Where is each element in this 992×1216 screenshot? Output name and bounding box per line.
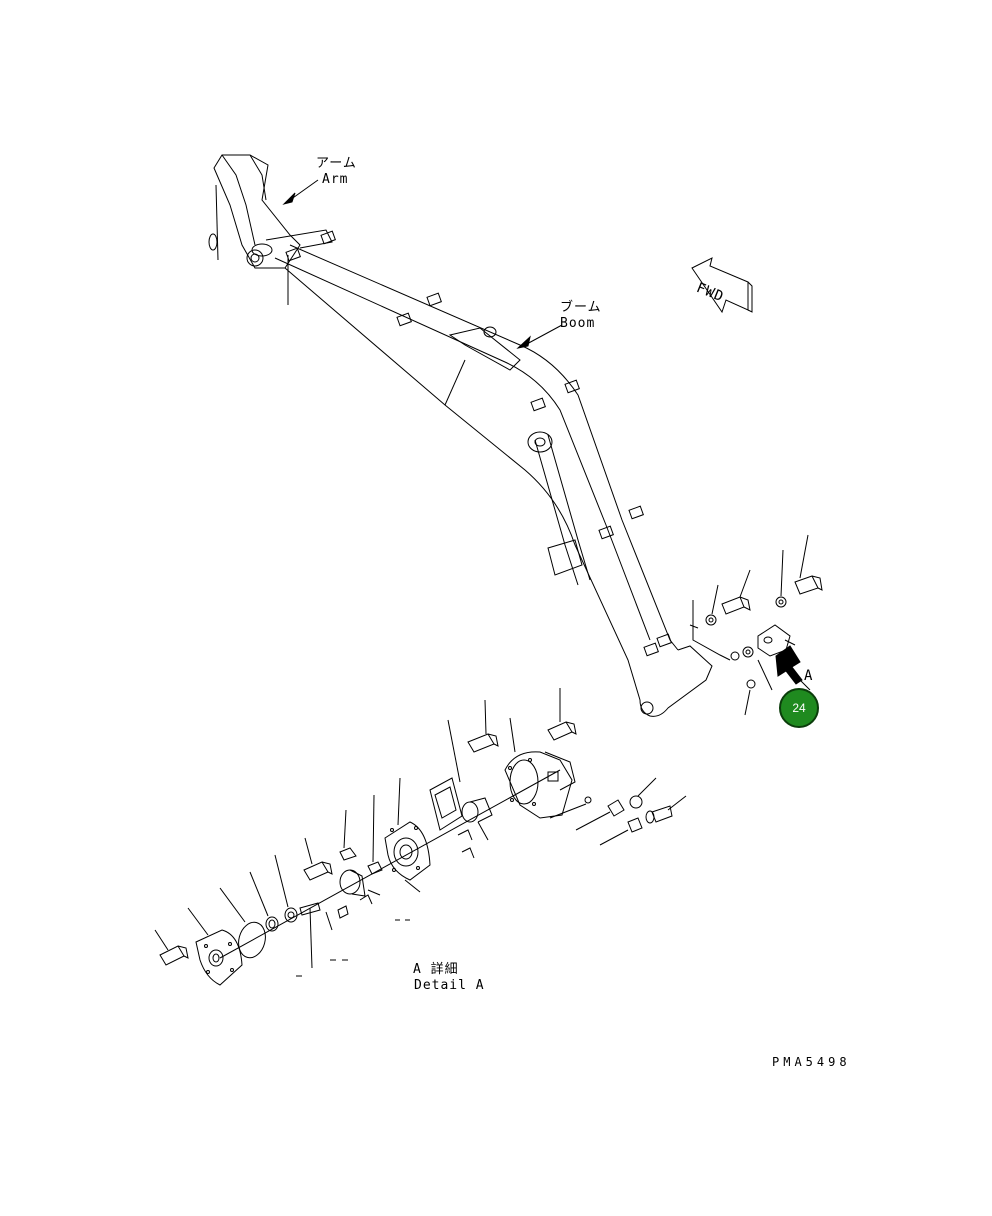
boom-label-jp: ブーム [560, 300, 602, 315]
boom-assembly [209, 155, 730, 716]
fwd-arrow-icon [692, 258, 752, 312]
detail-a-exploded-view [155, 688, 686, 985]
arm-leader [284, 180, 318, 204]
boom-label-en: Boom [560, 316, 596, 331]
detail-a-label-en: Detail A [414, 978, 485, 993]
arm-label-en: Arm [322, 172, 349, 187]
view-a-marker: A [804, 668, 814, 684]
boom-leader [518, 325, 562, 348]
callout-number: 24 [792, 701, 806, 715]
drawing-code: PMA5498 [772, 1055, 851, 1069]
callout-24[interactable]: 24 [779, 688, 819, 728]
detail-a-label-jp: A 詳細 [413, 962, 459, 977]
arm-label-jp: アーム [316, 156, 357, 171]
upper-right-hardware [706, 535, 822, 715]
